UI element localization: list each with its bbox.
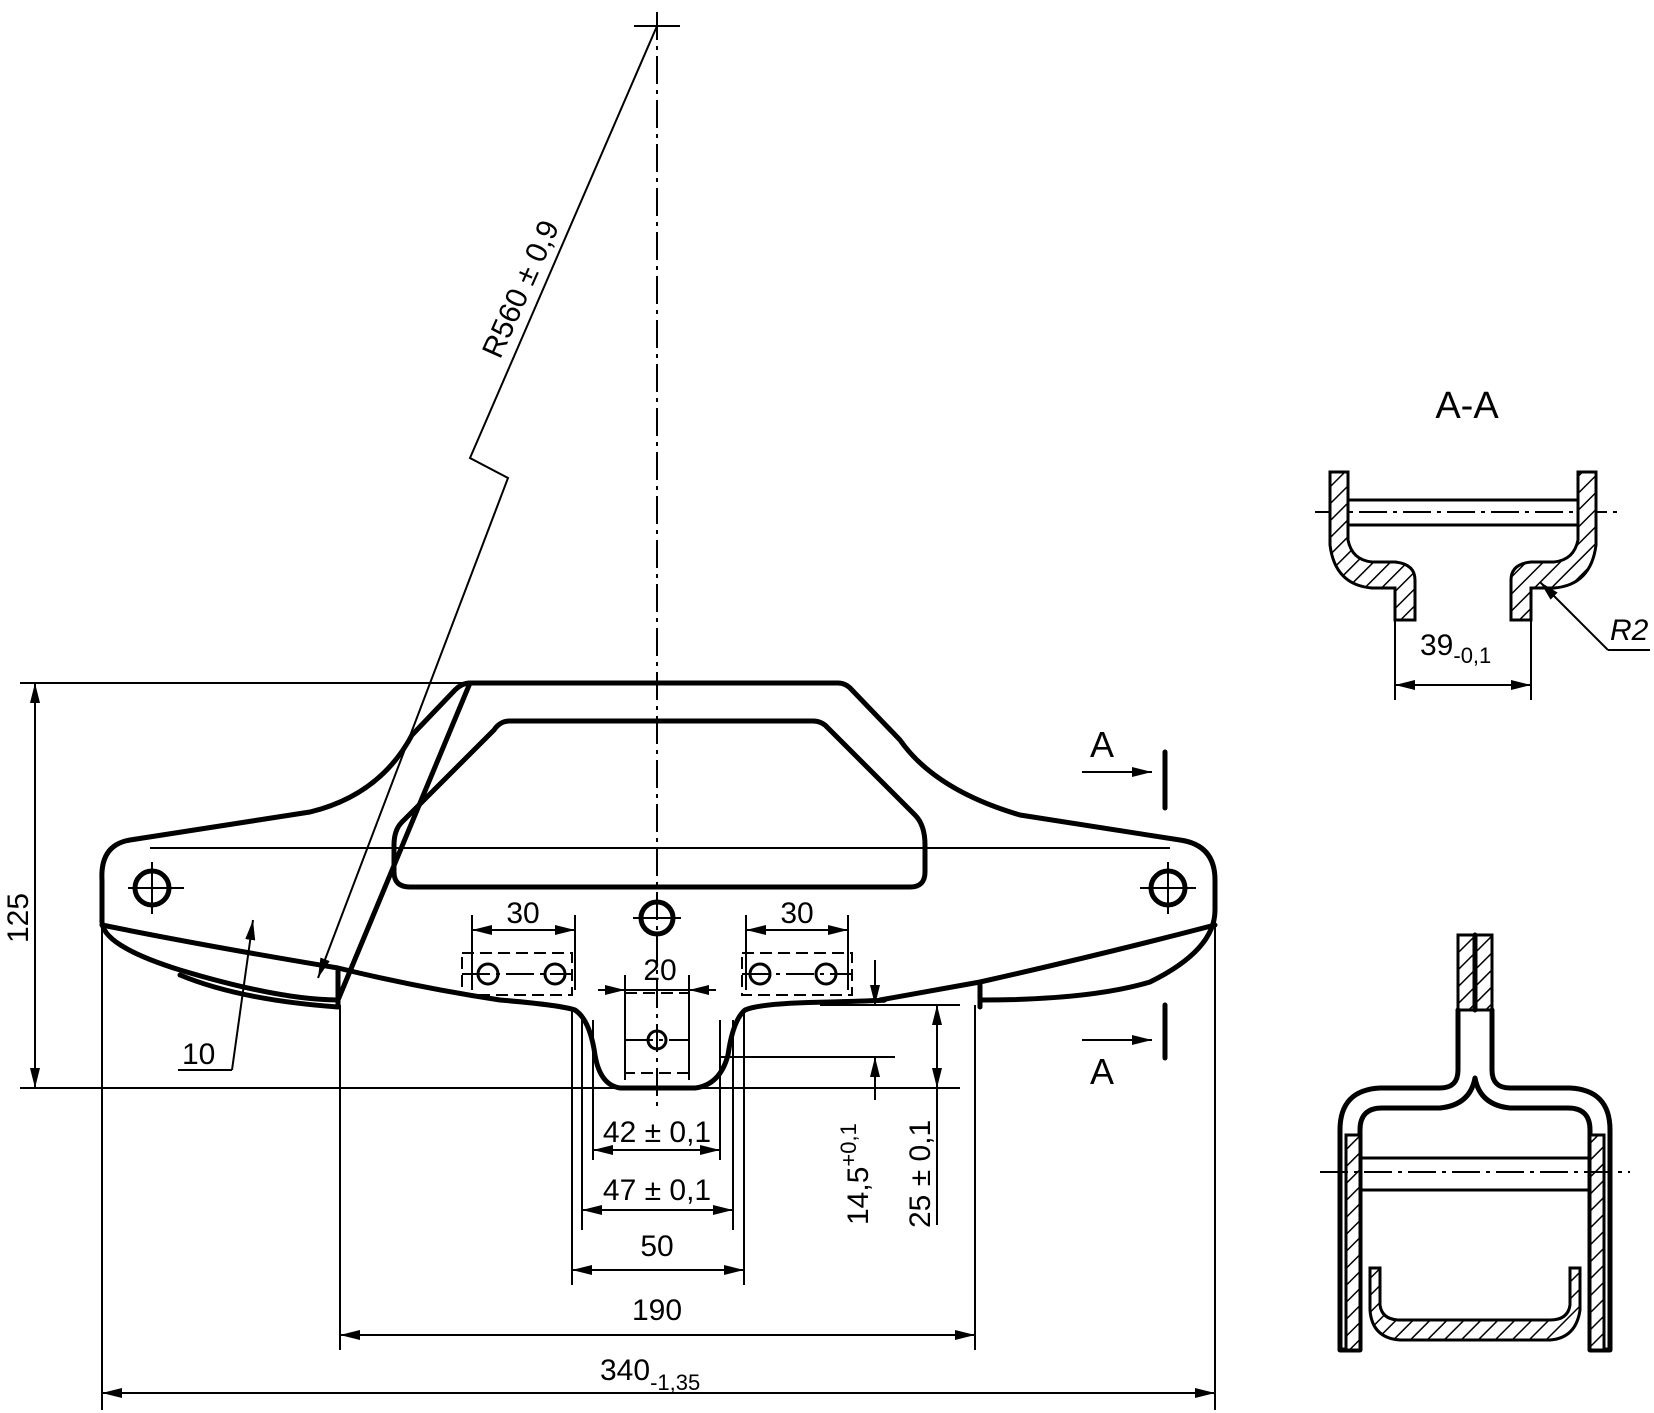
dim-r2: R2: [1610, 614, 1649, 647]
center-lower-hole: [624, 992, 690, 1074]
dim-30-left: 30: [506, 897, 539, 930]
lower-left-wall: [1344, 1133, 1362, 1352]
lower-section-view: [1320, 932, 1630, 1353]
left-mount-hole: [128, 862, 184, 914]
dim-47: 47 ± 0,1: [603, 1174, 711, 1207]
lower-right-wall: [1588, 1133, 1606, 1352]
section-title: A-A: [1435, 385, 1499, 427]
dim-14-5: 14,5+0,1: [836, 1123, 875, 1225]
dim-340-value: 340: [600, 1354, 650, 1387]
dim-39-value: 39: [1420, 629, 1453, 662]
section-marker-bottom: A: [1082, 1002, 1168, 1092]
right-flange-profile: [1509, 470, 1598, 622]
dim-30-right: 30: [780, 897, 813, 930]
section-marker-top: A: [1082, 724, 1168, 811]
dim-10: 10: [182, 1038, 215, 1071]
lower-arc-edge: [99, 922, 1218, 1091]
dim-190: 190: [632, 1294, 682, 1327]
r2-leader: [1539, 581, 1609, 651]
dim-25: 25 ± 0,1: [904, 1120, 937, 1228]
radius-leader: [317, 25, 658, 979]
main-view: R560 ± 0,9 125 30 30 20 10 42 ± 0,1: [2, 12, 1218, 1410]
dim-50: 50: [640, 1230, 673, 1263]
section-a-a-view: A-A 39-0,1 R2: [1315, 385, 1650, 700]
dim-14-5-value: 14,5: [842, 1167, 875, 1225]
dim-line-10: [231, 919, 256, 1071]
dim-39: 39-0,1: [1420, 629, 1491, 668]
dim-340-tol: -1,35: [650, 1370, 700, 1395]
lower-outer-shell: [1337, 1007, 1613, 1353]
right-hole-group: [741, 952, 853, 996]
dim-42: 42 ± 0,1: [603, 1116, 711, 1149]
dim-340: 340-1,35: [600, 1354, 700, 1395]
left-flange-profile: [1328, 470, 1417, 622]
lower-bottom-plate: [1368, 1266, 1582, 1342]
outer-contour: [99, 680, 1218, 1003]
section-letter-top: A: [1090, 724, 1114, 765]
center-hole: [633, 899, 681, 937]
central-window: [391, 718, 928, 890]
section-letter-bottom: A: [1090, 1051, 1114, 1092]
right-mount-hole: [1140, 862, 1196, 914]
dim-20: 20: [643, 954, 676, 987]
dim-39-tol: -0,1: [1453, 643, 1491, 668]
left-hole-group: [461, 952, 573, 996]
dim-14-5-tol: +0,1: [836, 1123, 861, 1166]
dim-125: 125: [2, 893, 35, 943]
